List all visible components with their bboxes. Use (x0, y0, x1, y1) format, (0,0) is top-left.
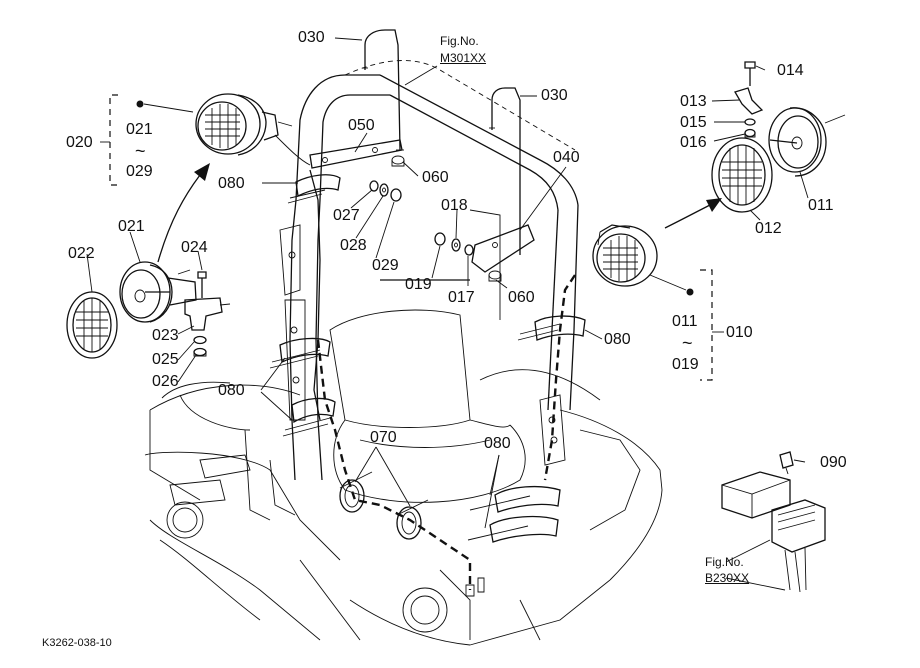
arrow-right-lamp (664, 198, 722, 229)
part-label-060-left: 060 (422, 169, 449, 186)
nut-060-right (488, 270, 502, 282)
lamp-lens-022 (66, 291, 118, 359)
u-bolt-030-left (362, 29, 404, 151)
left-upper-lamp (195, 93, 311, 166)
part-label-024: 024 (181, 239, 208, 256)
part-label-080-left: 080 (218, 382, 245, 399)
lamp-housing-021 (119, 261, 197, 323)
part-label-018: 018 (441, 197, 468, 214)
connector-090 (779, 451, 794, 475)
nut-060-left (391, 155, 405, 167)
part-label-016: 016 (680, 134, 707, 151)
clamp-080-mid-left-a (269, 337, 331, 369)
washer-015 (744, 118, 756, 126)
part-label-026: 026 (152, 373, 179, 390)
part-label-050: 050 (348, 117, 375, 134)
rops-frame (279, 60, 579, 481)
part-label-030-left: 030 (298, 29, 325, 46)
bracket-050 (309, 139, 403, 169)
clamp-070-b (396, 499, 429, 540)
part-label-040: 040 (553, 149, 580, 166)
group-code-010: 010 (726, 324, 753, 341)
nut-026 (193, 347, 207, 357)
part-label-019: 019 (405, 276, 432, 293)
washer-025 (193, 335, 207, 345)
bracket-040 (471, 224, 535, 273)
hardware-027-028-029 (369, 180, 402, 202)
part-label-030-center: 030 (541, 87, 568, 104)
part-label-013: 013 (680, 93, 707, 110)
tractor-body-outline (144, 369, 663, 646)
clamp-080-right-upright (517, 315, 586, 341)
part-label-029: 029 (372, 257, 399, 274)
part-label-022: 022 (68, 245, 95, 262)
group-right-to: 019 (672, 356, 699, 373)
fig-ref-title: Fig.No. (440, 34, 479, 48)
wiring-harness (309, 169, 576, 597)
part-label-080-lower: 080 (484, 435, 511, 452)
arrow-left-lamp (157, 163, 210, 263)
bracket-013 (734, 87, 764, 115)
clamp-080-mid-left-b (282, 397, 336, 437)
group-bracket-020 (100, 94, 194, 186)
nut-016 (744, 128, 756, 138)
right-installed-lamp (592, 224, 658, 287)
lamp-housing-011 (768, 107, 846, 177)
part-label-028: 028 (340, 237, 367, 254)
group-left-to: 029 (126, 163, 153, 180)
clamp-080-lower-right (467, 485, 561, 543)
part-label-015: 015 (680, 114, 707, 131)
lamp-lens-012 (711, 137, 773, 213)
bolt-014 (744, 61, 756, 86)
group-code-020: 020 (66, 134, 93, 151)
group-bracket-010 (649, 269, 724, 381)
part-label-023: 023 (152, 327, 179, 344)
fig-ref-sub: B230XX (705, 571, 750, 585)
seat-outline (329, 309, 526, 503)
group-right-from: 011 (672, 313, 698, 330)
part-label-060-right: 060 (508, 289, 535, 306)
part-label-021: 021 (118, 218, 145, 235)
part-label-012: 012 (755, 220, 782, 237)
u-bolt-030-center (489, 87, 521, 255)
group-right-tilde: ~ (682, 333, 693, 353)
fig-ref-sub-title: Fig.No. (705, 555, 744, 569)
part-label-027: 027 (333, 207, 360, 224)
bracket-023 (184, 297, 231, 331)
part-label-080-right: 080 (604, 331, 631, 348)
part-label-017: 017 (448, 289, 475, 306)
fig-ref-main: M301XX (440, 51, 487, 65)
bolt-024 (197, 271, 207, 298)
part-label-011: 011 (808, 197, 834, 214)
hardware-017-018-019 (434, 232, 474, 256)
group-left-tilde: ~ (135, 141, 146, 161)
part-label-080-upper: 080 (218, 175, 245, 192)
part-label-090: 090 (820, 454, 847, 471)
fuse-box (721, 471, 826, 593)
drawing-code: K3262-038-10 (42, 637, 112, 649)
part-label-025: 025 (152, 351, 179, 368)
part-label-070: 070 (370, 429, 397, 446)
group-left-from: 021 (126, 121, 153, 138)
clamp-070-a (339, 471, 373, 513)
leader-lines (86, 37, 809, 591)
part-label-014: 014 (777, 62, 804, 79)
